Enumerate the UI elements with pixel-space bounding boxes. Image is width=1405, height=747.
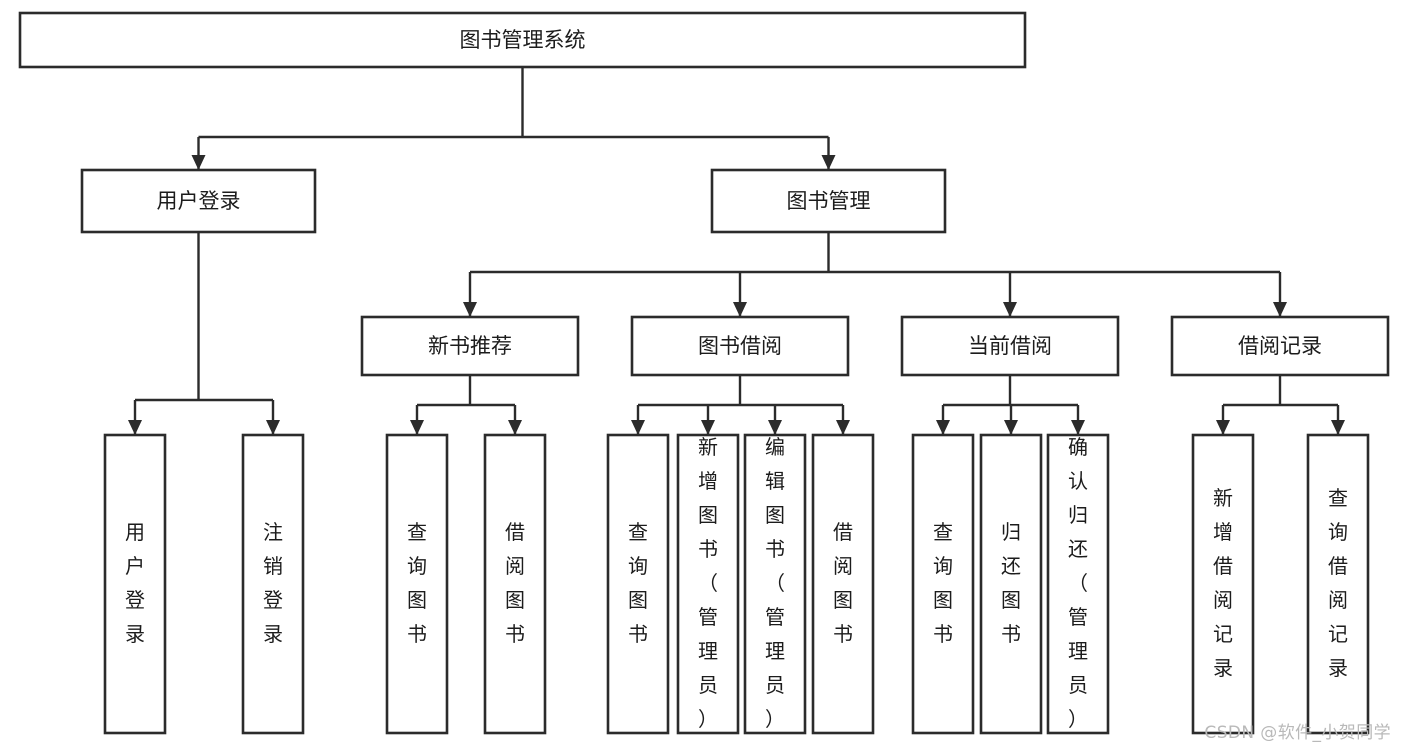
node-borrow-record[interactable]: 借阅记录 [1170,315,1390,377]
node-label-leaf-query-book-3: 查询图书 [933,520,953,646]
node-label-book-manage: 图书管理 [787,189,871,213]
node-label-leaf-logout: 注销登录 [263,520,283,646]
node-box-leaf-confirm-return[interactable] [1046,433,1110,735]
node-box-leaf-return-book[interactable] [979,433,1043,735]
node-box-leaf-borrow-book-2[interactable] [811,433,875,735]
edge-group-borrow-record [1216,375,1345,435]
node-label-leaf-user-login: 用户登录 [125,520,145,646]
node-box-new-book-recommend[interactable] [360,315,580,377]
edge-group-book-borrow [631,375,850,435]
node-box-user-login[interactable] [80,168,317,234]
node-label-root: 图书管理系统 [460,28,586,52]
node-label-borrow-record: 借阅记录 [1238,334,1322,358]
node-label-leaf-query-book-1: 查询图书 [407,520,427,646]
node-label-user-login: 用户登录 [157,189,241,213]
node-box-leaf-query-book-3[interactable] [911,433,975,735]
node-label-leaf-add-record: 新增借阅记录 [1213,486,1233,680]
node-leaf-query-record[interactable]: 查询借阅记录 [1306,433,1370,735]
node-book-borrow[interactable]: 图书借阅 [630,315,850,377]
node-leaf-edit-book[interactable]: 编辑图书（管理员） [743,433,807,735]
node-label-leaf-return-book: 归还图书 [1001,520,1021,646]
node-box-leaf-logout[interactable] [241,433,305,735]
node-leaf-user-login[interactable]: 用户登录 [103,433,167,735]
node-layer: 图书管理系统用户登录图书管理新书推荐图书借阅当前借阅借阅记录用户登录注销登录查询… [18,11,1390,735]
node-box-leaf-user-login[interactable] [103,433,167,735]
node-box-current-borrow[interactable] [900,315,1120,377]
node-current-borrow[interactable]: 当前借阅 [900,315,1120,377]
node-label-leaf-edit-book: 编辑图书（管理员） [765,435,785,731]
node-label-leaf-query-record: 查询借阅记录 [1328,486,1348,680]
node-box-leaf-add-record[interactable] [1191,433,1255,735]
node-box-book-borrow[interactable] [630,315,850,377]
node-leaf-confirm-return[interactable]: 确认归还（管理员） [1046,433,1110,735]
edge-group-root [191,67,836,170]
node-box-book-manage[interactable] [710,168,947,234]
node-label-current-borrow: 当前借阅 [968,334,1052,358]
node-box-leaf-add-book[interactable] [676,433,740,735]
node-leaf-borrow-book-2[interactable]: 借阅图书 [811,433,875,735]
edge-group-user-login [128,232,280,435]
node-root[interactable]: 图书管理系统 [18,11,1027,69]
node-label-leaf-confirm-return: 确认归还（管理员） [1068,435,1088,731]
node-box-leaf-query-book-1[interactable] [385,433,449,735]
node-leaf-add-book[interactable]: 新增图书（管理员） [676,433,740,735]
node-box-borrow-record[interactable] [1170,315,1390,377]
node-book-manage[interactable]: 图书管理 [710,168,947,234]
node-leaf-query-book-3[interactable]: 查询图书 [911,433,975,735]
node-new-book-recommend[interactable]: 新书推荐 [360,315,580,377]
node-box-leaf-query-book-2[interactable] [606,433,670,735]
node-label-leaf-query-book-2: 查询图书 [628,520,648,646]
node-leaf-query-book-1[interactable]: 查询图书 [385,433,449,735]
node-box-leaf-query-record[interactable] [1306,433,1370,735]
node-box-root[interactable] [18,11,1027,69]
node-box-leaf-edit-book[interactable] [743,433,807,735]
node-box-leaf-borrow-book-1[interactable] [483,433,547,735]
csdn-watermark: CSDN @软件_小贺同学 [1204,723,1391,743]
node-leaf-logout[interactable]: 注销登录 [241,433,305,735]
node-label-book-borrow: 图书借阅 [698,334,782,358]
node-user-login[interactable]: 用户登录 [80,168,317,234]
node-label-leaf-add-book: 新增图书（管理员） [698,435,718,731]
node-label-leaf-borrow-book-2: 借阅图书 [833,520,853,646]
node-leaf-return-book[interactable]: 归还图书 [979,433,1043,735]
node-leaf-query-book-2[interactable]: 查询图书 [606,433,670,735]
edge-group-current-borrow [936,375,1085,435]
connector-layer [128,67,1345,435]
edge-group-new-book-recommend [410,375,522,435]
node-leaf-borrow-book-1[interactable]: 借阅图书 [483,433,547,735]
node-leaf-add-record[interactable]: 新增借阅记录 [1191,433,1255,735]
node-label-leaf-borrow-book-1: 借阅图书 [505,520,525,646]
node-label-new-book-recommend: 新书推荐 [428,334,512,358]
edge-group-book-manage [463,232,1287,317]
